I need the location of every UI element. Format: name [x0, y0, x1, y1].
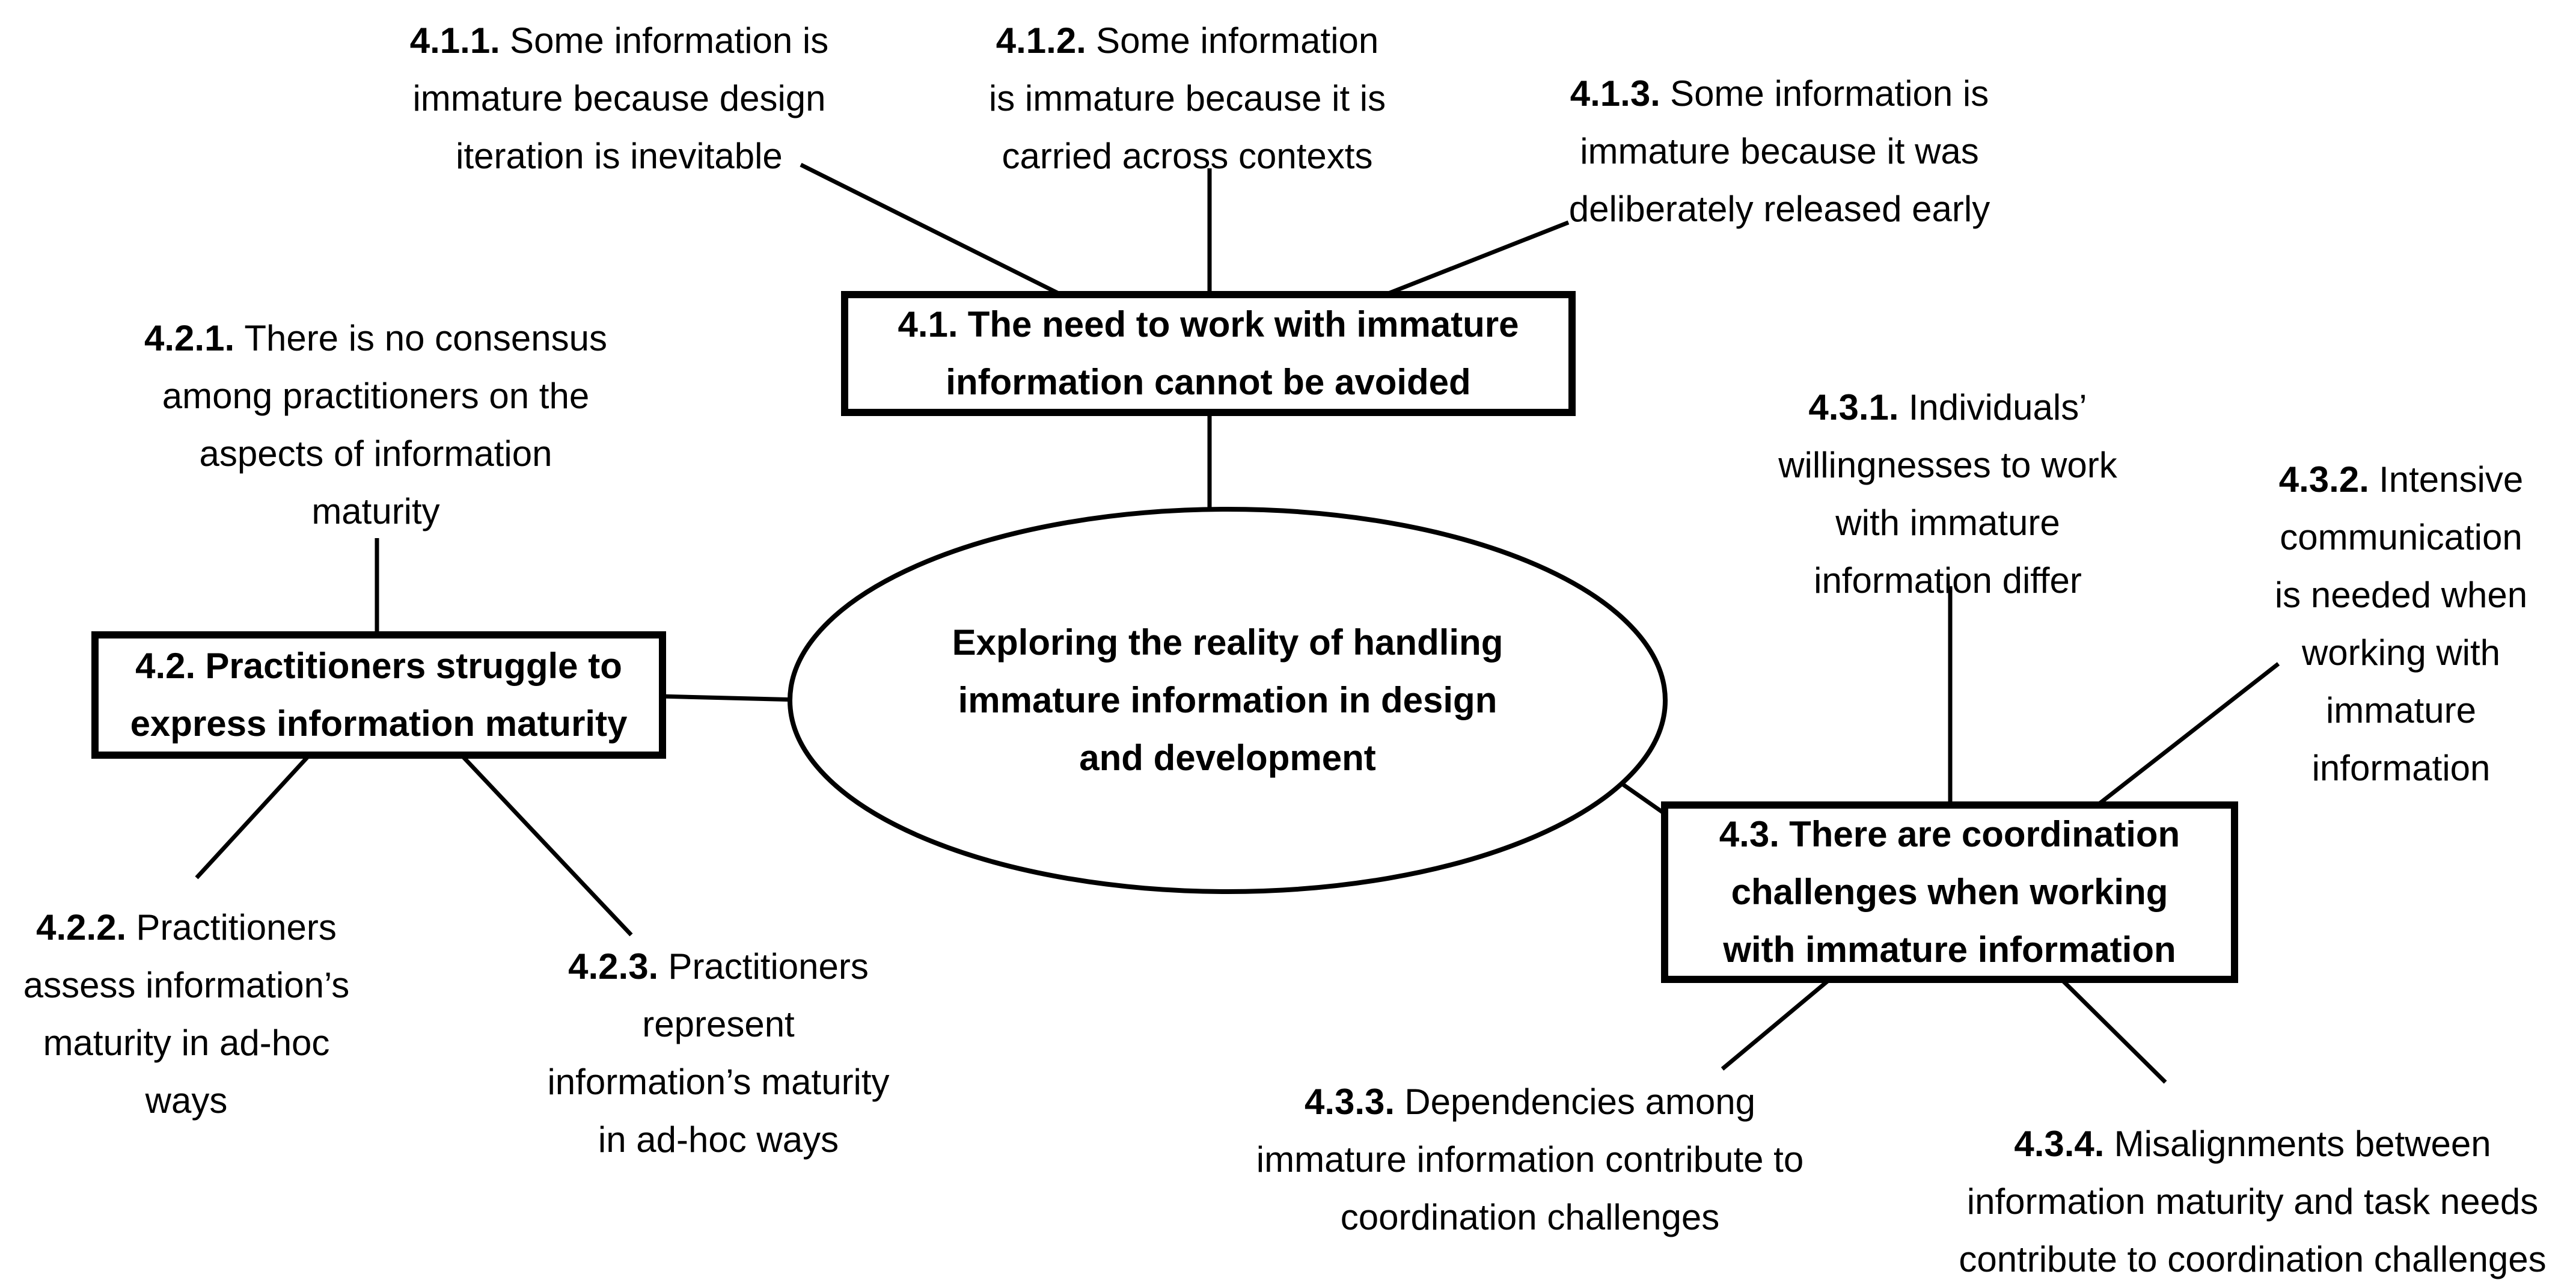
node-shapes [91, 291, 2238, 983]
subtheme-4-2-2-text: Practitioners assess information’s matur… [23, 907, 350, 1121]
theme-4-2-label: 4.2.Practitioners struggle to express in… [95, 635, 662, 755]
subtheme-4-3-1-number: 4.3.1. [1808, 387, 1899, 427]
subtheme-4-1-2-text: Some information is immature because it … [988, 20, 1386, 176]
theme-box-4-1 [841, 291, 1576, 416]
subtheme-4-1-3-number: 4.1.3. [1570, 73, 1660, 114]
theme-4-1-text: The need to work with immature informati… [946, 304, 1519, 402]
subtheme-4-3-1: 4.3.1.Individuals’ willingnesses to work… [1761, 379, 2134, 610]
theme-4-3-label: 4.3.There are coordination challenges wh… [1665, 805, 2235, 979]
subtheme-4-2-3-number: 4.2.3. [568, 946, 659, 987]
connector-43-to-434 [2055, 973, 2167, 1084]
connector-413-to-41 [1369, 220, 1570, 303]
subtheme-4-2-1-number: 4.2.1. [144, 318, 235, 358]
subtheme-4-3-3: 4.3.3.Dependencies among immature inform… [1235, 1073, 1825, 1246]
connector-42-to-422 [195, 750, 314, 880]
subtheme-4-2-2: 4.2.2.Practitioners assess information’s… [0, 899, 373, 1130]
subtheme-4-3-4: 4.3.4.Misalignments between information … [1922, 1115, 2576, 1280]
subtheme-4-3-2: 4.3.2.Intensive communication is needed … [2251, 451, 2551, 797]
subtheme-4-1-1-text: Some information is immature because des… [412, 20, 829, 176]
theme-box-4-3 [1661, 801, 2238, 983]
theme-4-2-content: 4.2.Practitioners struggle to express in… [130, 637, 628, 753]
subtheme-4-2-1-text: There is no consensus among practitioner… [162, 318, 607, 531]
subtheme-4-2-3: 4.2.3.Practitioners represent informatio… [526, 938, 911, 1169]
subtheme-4-1-1-number: 4.1.1. [409, 20, 500, 61]
central-topic: Exploring the reality of handling immatu… [807, 610, 1648, 791]
central-topic-text: Exploring the reality of handling immatu… [952, 622, 1504, 778]
subtheme-4-3-2-text: Intensive communication is needed when w… [2274, 459, 2528, 788]
theme-4-2-text: Practitioners struggle to express inform… [130, 646, 628, 744]
subtheme-4-1-2-number: 4.1.2. [996, 20, 1086, 61]
theme-4-3-content: 4.3.There are coordination challenges wh… [1719, 806, 2180, 979]
central-ellipse [788, 507, 1668, 894]
theme-4-1-content: 4.1.The need to work with immature infor… [898, 296, 1519, 411]
theme-box-4-2 [91, 631, 666, 759]
subtheme-4-3-3-text: Dependencies among immature information … [1256, 1082, 1804, 1237]
subtheme-4-3-3-number: 4.3.3. [1304, 1082, 1395, 1122]
connector-43-to-433 [1721, 973, 1837, 1071]
connector-432-to-43 [2087, 662, 2280, 813]
subtheme-4-2-2-number: 4.2.2. [36, 907, 127, 948]
connector-42-to-423 [456, 750, 633, 937]
subtheme-4-3-4-text: Misalignments between information maturi… [1959, 1124, 2547, 1279]
subtheme-4-1-1: 4.1.1.Some information is immature becau… [373, 12, 866, 185]
subtheme-4-3-4-number: 4.3.4. [2014, 1124, 2105, 1164]
theme-4-1-number: 4.1. [898, 304, 958, 344]
theme-4-3-text: There are coordination challenges when w… [1723, 814, 2180, 970]
subtheme-4-1-3: 4.1.3.Some information is immature becau… [1539, 65, 2020, 238]
connector-lines [195, 162, 2280, 1084]
connector-42-to-center [658, 694, 800, 702]
subtheme-4-3-2-number: 4.3.2. [2278, 459, 2369, 500]
connector-411-to-41 [800, 162, 1074, 303]
subtheme-4-2-3-text: Practitioners represent information’s ma… [547, 946, 890, 1160]
subtheme-4-3-1-text: Individuals’ willingnesses to work with … [1778, 387, 2117, 601]
subtheme-4-1-3-text: Some information is immature because it … [1568, 73, 1990, 229]
subtheme-4-1-2: 4.1.2.Some information is immature becau… [965, 12, 1410, 185]
theme-4-1-label: 4.1.The need to work with immature infor… [845, 295, 1572, 412]
subtheme-4-2-1: 4.2.1.There is no consensus among practi… [117, 310, 634, 540]
theme-4-2-number: 4.2. [135, 646, 196, 686]
theme-4-3-number: 4.3. [1719, 814, 1779, 854]
